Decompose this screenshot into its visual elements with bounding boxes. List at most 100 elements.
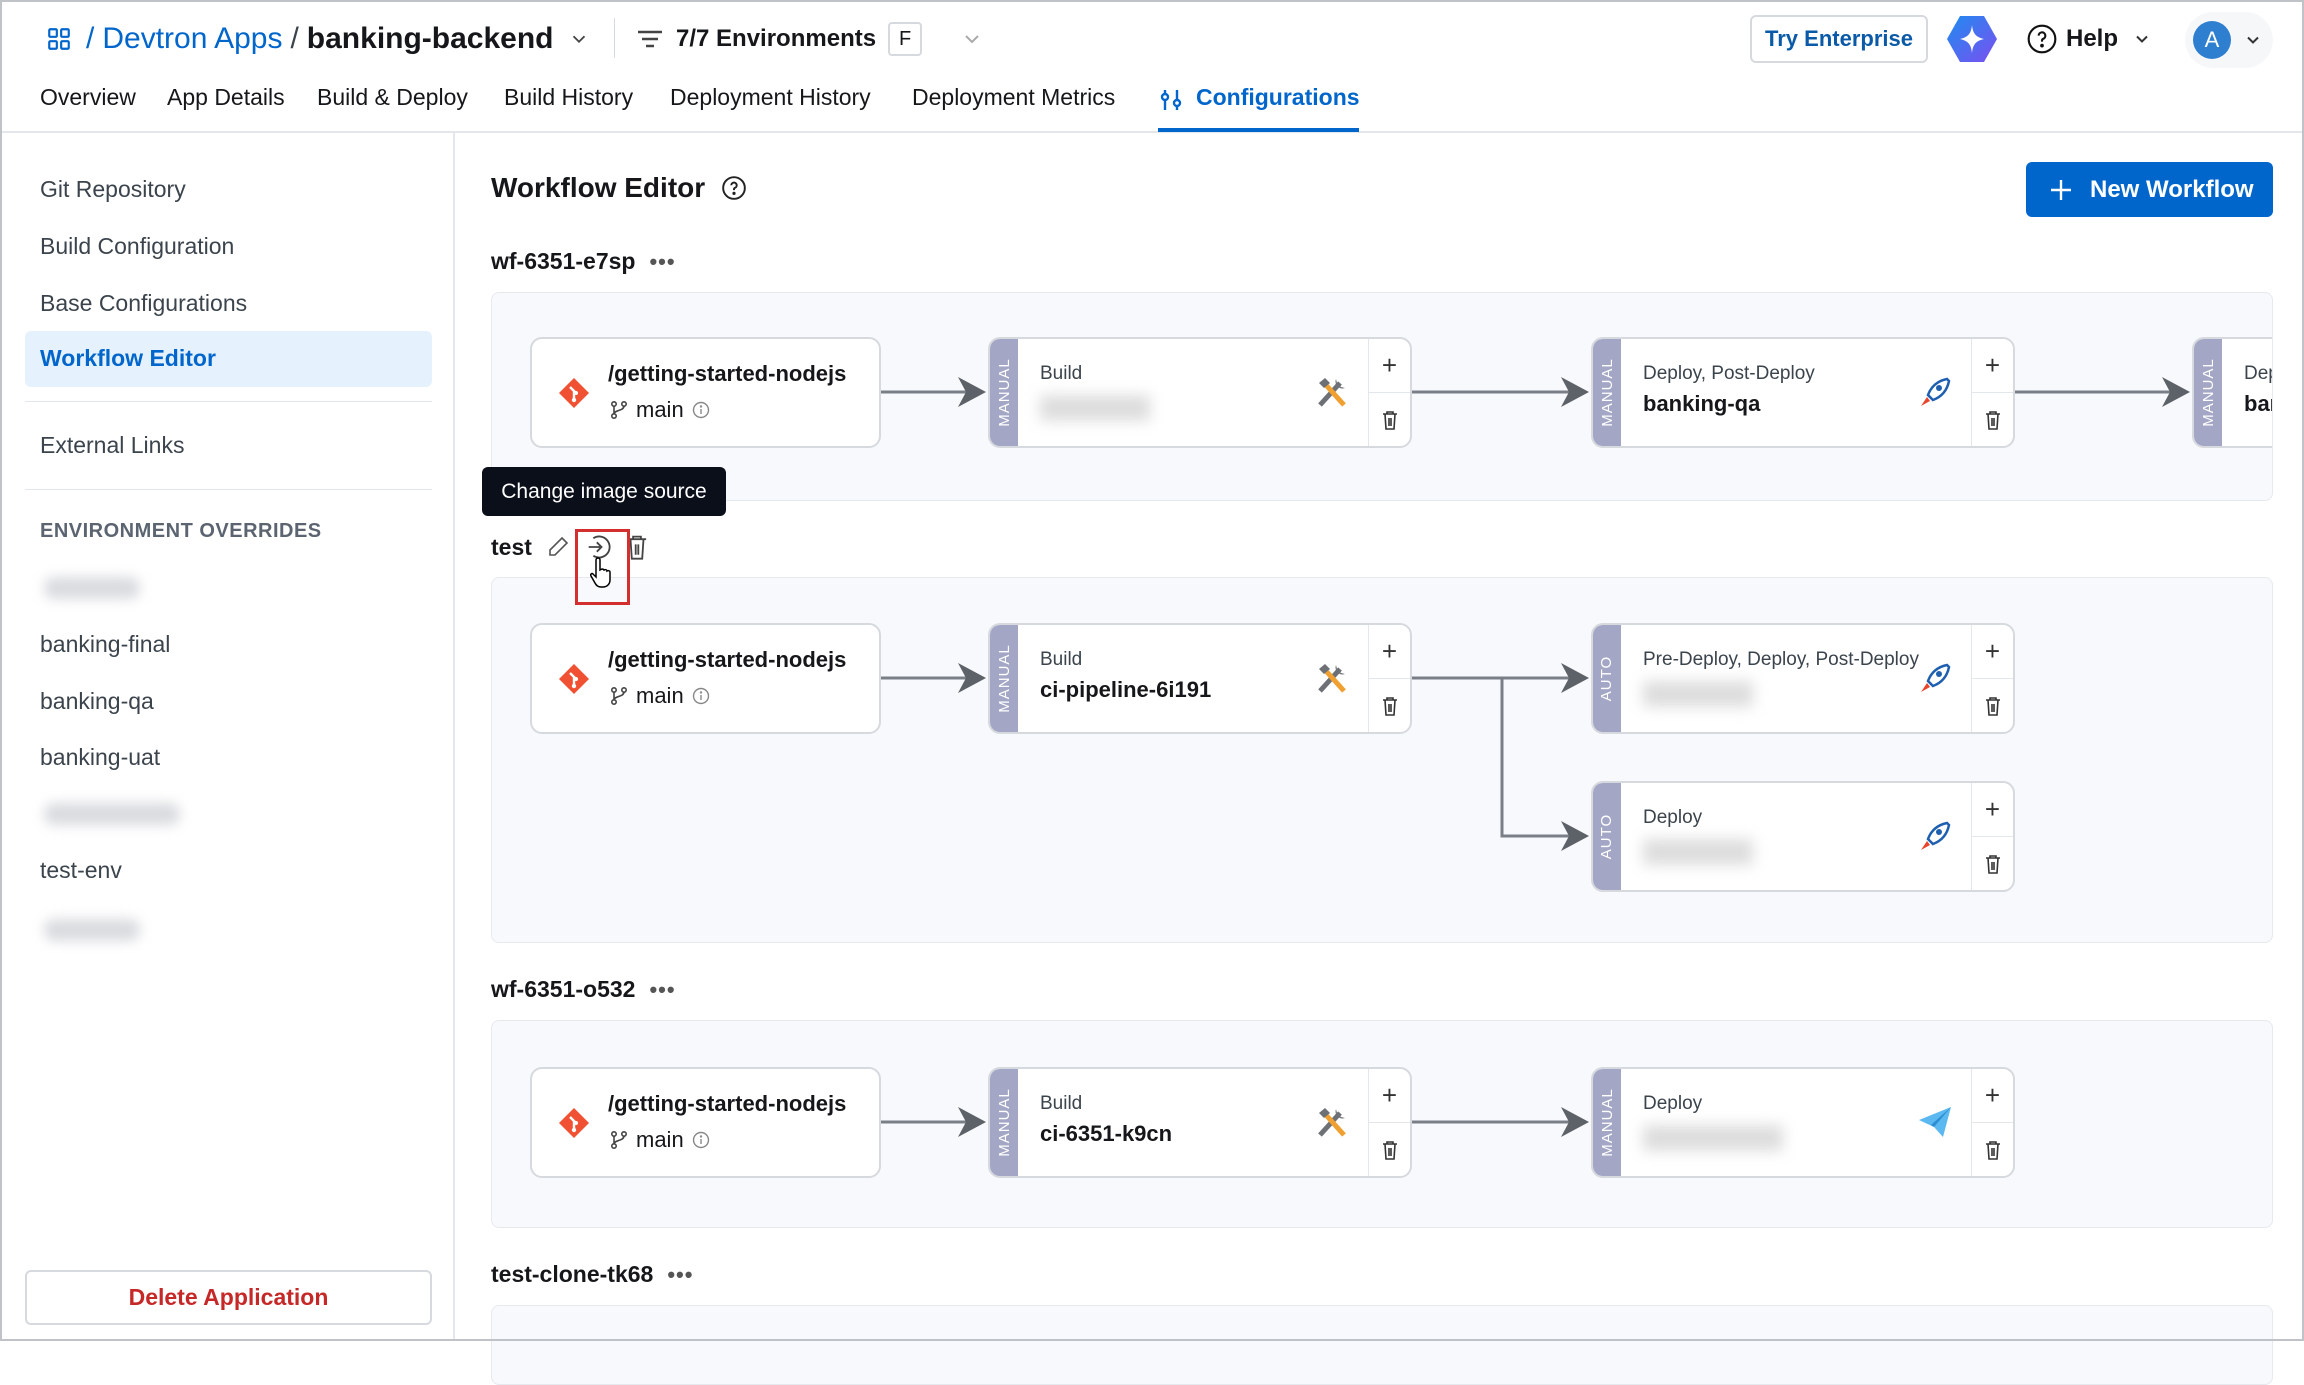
delete-node-button[interactable] bbox=[1369, 1122, 1410, 1176]
sidebar-item-workflow-editor[interactable]: Workflow Editor bbox=[40, 345, 216, 371]
deploy-pipeline-node[interactable]: AUTO Pre-Deploy, Deploy, Post-Deploy + bbox=[1591, 623, 2015, 734]
environment-name: banking bbox=[2244, 391, 2272, 416]
sidebar-active-highlight bbox=[25, 331, 432, 387]
trash-icon[interactable] bbox=[626, 534, 648, 560]
try-enterprise-button[interactable]: Try Enterprise bbox=[1750, 15, 1928, 63]
branch-icon bbox=[610, 686, 628, 706]
trigger-type: MANUAL bbox=[995, 358, 1013, 427]
node-type-label: Deploy bbox=[1643, 807, 1703, 828]
sidebar-env-banking-uat[interactable]: banking-uat bbox=[40, 744, 161, 770]
more-options-icon[interactable]: ••• bbox=[649, 248, 676, 274]
workflow-edges bbox=[881, 663, 1589, 851]
tab-configurations[interactable]: Configurations bbox=[1196, 84, 1360, 110]
tab-build-deploy[interactable]: Build & Deploy bbox=[317, 84, 468, 110]
sidebar-item-base-configurations[interactable]: Base Configurations bbox=[40, 290, 248, 316]
user-menu[interactable]: A bbox=[2185, 12, 2273, 68]
node-type-label: Deploy, Post-Deploy bbox=[1643, 363, 1815, 384]
delete-application-button[interactable]: Delete Application bbox=[25, 1270, 432, 1325]
highlight-box bbox=[575, 529, 630, 605]
info-icon[interactable] bbox=[692, 1131, 710, 1149]
delete-node-button[interactable] bbox=[1369, 678, 1410, 732]
environment-name: banking-qa bbox=[1643, 391, 1761, 416]
add-node-button[interactable]: + bbox=[1381, 636, 1398, 666]
new-workflow-button[interactable]: New Workflow bbox=[2026, 162, 2273, 217]
arrow-icon bbox=[958, 377, 986, 407]
trigger-type: MANUAL bbox=[995, 1088, 1013, 1157]
redacted-pipeline-name bbox=[1040, 395, 1150, 421]
breadcrumb-separator: / bbox=[290, 22, 299, 55]
deploy-pipeline-node[interactable]: MANUAL Deploy + bbox=[1591, 1067, 2015, 1178]
configurations-icon bbox=[1160, 90, 1182, 110]
workflow-card: /getting-started-nodejs main MANUAL Buil… bbox=[491, 577, 2273, 943]
git-branch: main bbox=[610, 397, 710, 423]
delete-node-button[interactable] bbox=[1972, 392, 2013, 446]
workflow-name-text: test bbox=[491, 533, 532, 560]
breadcrumb: / Devtron Apps / banking-backend bbox=[46, 20, 590, 58]
more-options-icon[interactable]: ••• bbox=[649, 976, 676, 1002]
info-icon[interactable] bbox=[692, 687, 710, 705]
edit-icon[interactable] bbox=[546, 535, 570, 559]
redacted-environment[interactable] bbox=[44, 803, 180, 825]
arrow-icon bbox=[1561, 1107, 1589, 1137]
workflow-name: test-clone-tk68••• bbox=[491, 1261, 693, 1288]
environment-filter[interactable]: 7/7 Environments F bbox=[636, 20, 984, 58]
sidebar-env-banking-final[interactable]: banking-final bbox=[40, 631, 171, 657]
add-node-button[interactable]: + bbox=[1984, 794, 2001, 824]
edge bbox=[1412, 676, 1575, 838]
sidebar-env-test-env[interactable]: test-env bbox=[40, 857, 122, 883]
sidebar-item-git-repository[interactable]: Git Repository bbox=[40, 176, 186, 202]
sidebar-divider bbox=[25, 489, 432, 490]
tab-deployment-history[interactable]: Deployment History bbox=[670, 84, 871, 110]
sidebar-item-build-configuration[interactable]: Build Configuration bbox=[40, 233, 235, 259]
header-divider bbox=[0, 131, 2304, 133]
add-node-button[interactable]: + bbox=[1984, 636, 2001, 666]
add-node-button[interactable]: + bbox=[1984, 350, 2001, 380]
git-source-node[interactable]: /getting-started-nodejs main bbox=[530, 337, 881, 448]
git-repo-name: /getting-started-nodejs bbox=[608, 647, 847, 672]
workflow-name: wf-6351-e7sp••• bbox=[491, 248, 676, 275]
more-options-icon[interactable]: ••• bbox=[667, 1261, 694, 1287]
trigger-type-strip: AUTO bbox=[1593, 783, 1621, 890]
info-icon[interactable] bbox=[692, 401, 710, 419]
ai-assistant-icon[interactable] bbox=[1946, 14, 1998, 64]
tab-overview[interactable]: Overview bbox=[40, 84, 136, 110]
redacted-environment[interactable] bbox=[44, 919, 140, 941]
chevron-down-icon[interactable] bbox=[960, 27, 984, 51]
tab-deployment-metrics[interactable]: Deployment Metrics bbox=[912, 84, 1116, 110]
add-node-button[interactable]: + bbox=[1381, 1080, 1398, 1110]
git-icon bbox=[559, 378, 589, 408]
sidebar-env-banking-qa[interactable]: banking-qa bbox=[40, 688, 154, 714]
apps-grid-icon[interactable] bbox=[46, 26, 72, 52]
git-branch: main bbox=[610, 1127, 710, 1153]
git-source-node[interactable]: /getting-started-nodejs main bbox=[530, 623, 881, 734]
deploy-pipeline-node[interactable]: AUTO Deploy + bbox=[1591, 781, 2015, 892]
breadcrumb-app-name[interactable]: banking-backend bbox=[306, 22, 554, 55]
add-node-button[interactable]: + bbox=[1381, 350, 1398, 380]
redacted-environment[interactable] bbox=[44, 577, 140, 599]
trigger-type-strip: MANUAL bbox=[990, 339, 1018, 446]
tab-build-history[interactable]: Build History bbox=[504, 84, 634, 110]
delete-node-button[interactable] bbox=[1972, 836, 2013, 890]
build-pipeline-node[interactable]: MANUAL Build + bbox=[988, 337, 1412, 448]
arrow-icon bbox=[1561, 821, 1589, 851]
help-icon[interactable] bbox=[721, 175, 747, 201]
help-menu[interactable]: Help bbox=[2026, 20, 2152, 58]
delete-node-button[interactable] bbox=[1972, 1122, 2013, 1176]
build-tools-icon bbox=[1318, 1108, 1346, 1137]
chevron-down-icon bbox=[2136, 35, 2148, 43]
tab-app-details[interactable]: App Details bbox=[167, 84, 285, 110]
add-node-button[interactable]: + bbox=[1984, 1080, 2001, 1110]
git-source-node[interactable]: /getting-started-nodejs main bbox=[530, 1067, 881, 1178]
delete-node-button[interactable] bbox=[1972, 678, 2013, 732]
delete-node-button[interactable] bbox=[1369, 392, 1410, 446]
build-tools-icon bbox=[1318, 664, 1346, 693]
chevron-down-icon[interactable] bbox=[568, 28, 590, 50]
trash-icon bbox=[1985, 854, 2000, 874]
sidebar-item-external-links[interactable]: External Links bbox=[40, 432, 185, 458]
help-label: Help bbox=[2066, 25, 2119, 52]
breadcrumb-app-group[interactable]: Devtron Apps bbox=[102, 22, 283, 55]
